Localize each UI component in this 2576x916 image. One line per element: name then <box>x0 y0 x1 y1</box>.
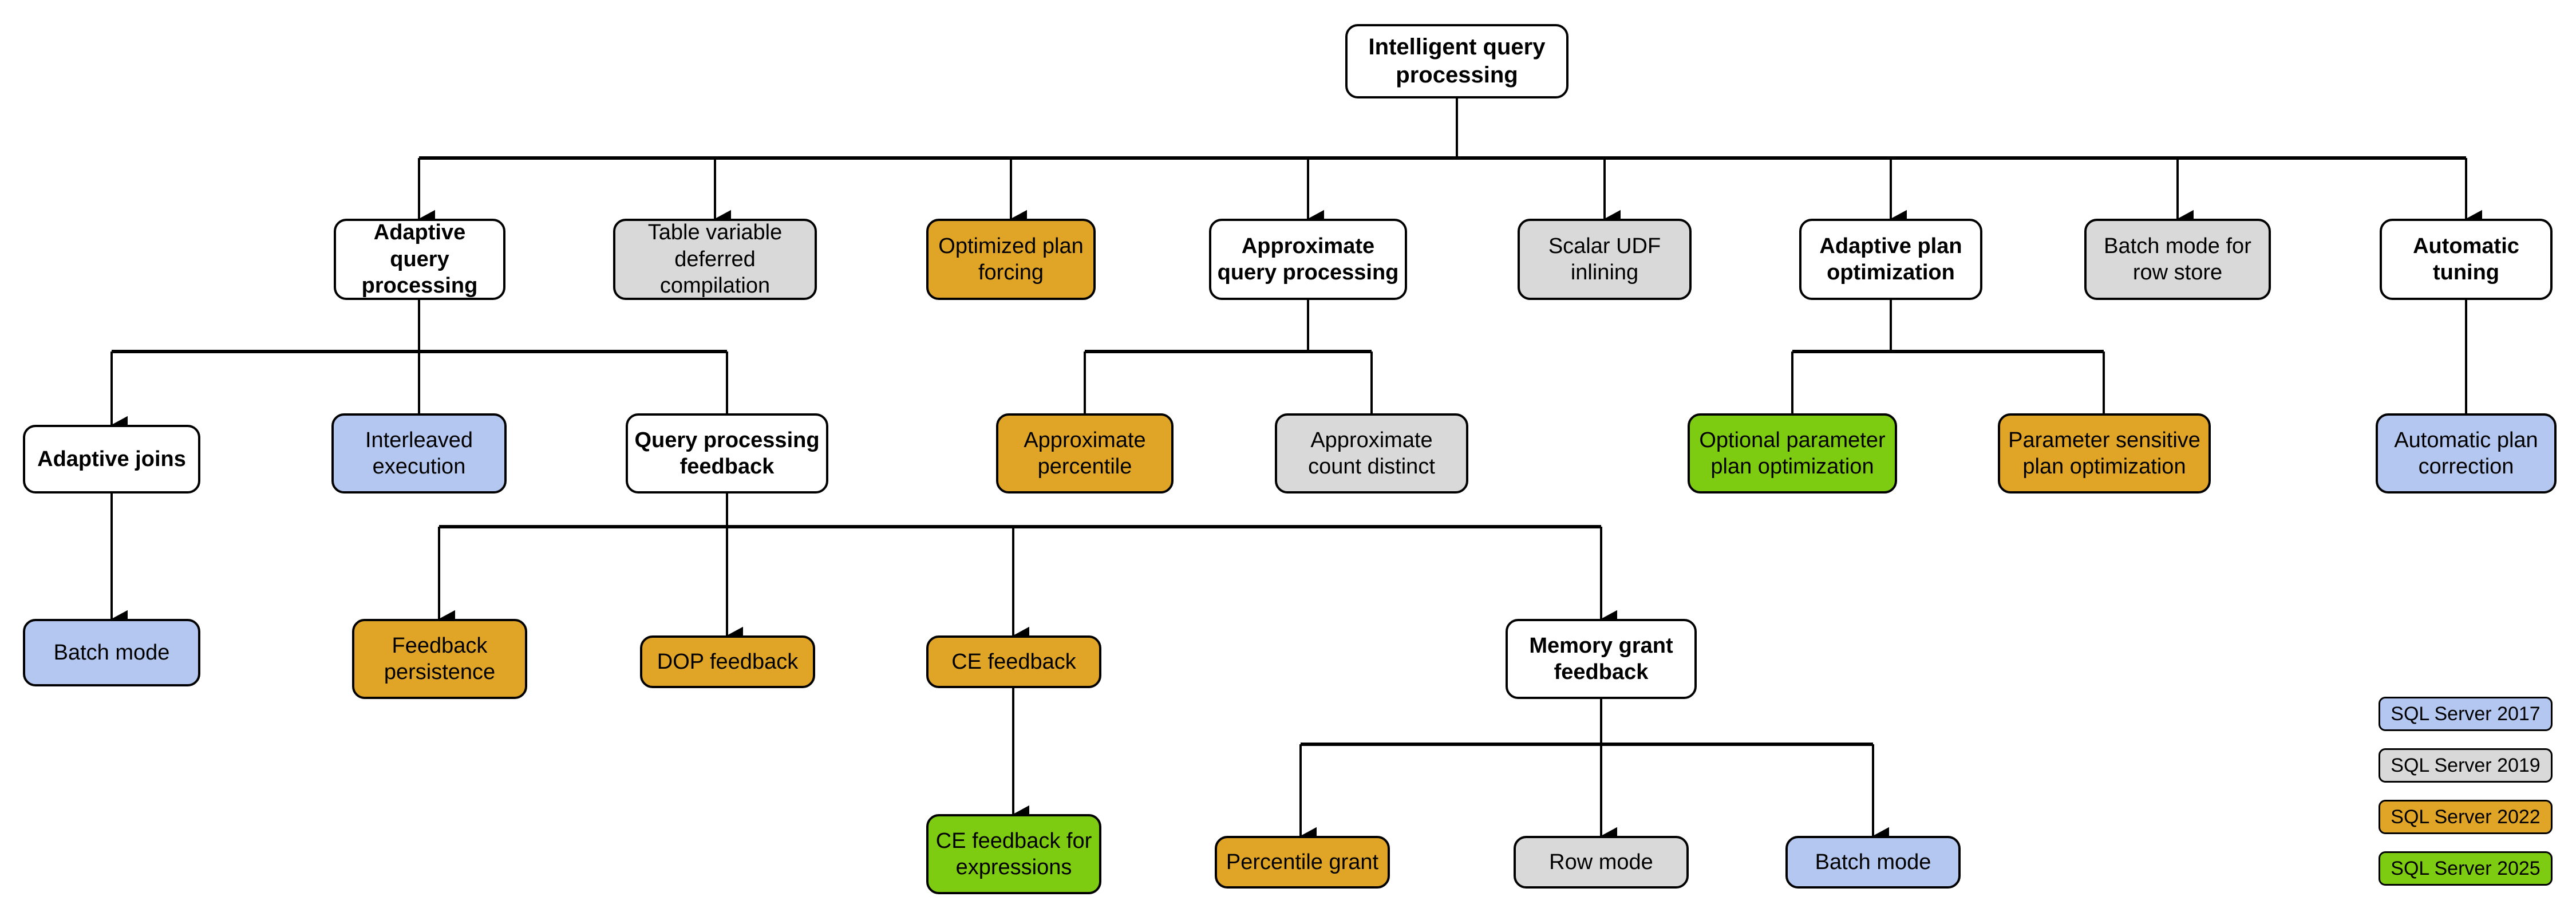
node-memory-grant-feedback[interactable]: Memory grant feedback <box>1506 619 1697 699</box>
node-feedback-persistence[interactable]: Feedback persistence <box>352 619 527 699</box>
node-query-processing-feedback[interactable]: Query processing feedback <box>626 413 828 493</box>
node-row-mode[interactable]: Row mode <box>1514 836 1689 889</box>
node-automatic-plan-correction[interactable]: Automatic plan correction <box>2376 413 2557 493</box>
node-intelligent-query-processing[interactable]: Intelligent query processing <box>1345 24 1568 98</box>
node-batch-mode-memory-grant[interactable]: Batch mode <box>1785 836 1961 889</box>
node-table-variable-deferred-compilation[interactable]: Table variable deferred compilation <box>613 219 817 300</box>
node-dop-feedback[interactable]: DOP feedback <box>640 635 815 688</box>
node-ce-feedback[interactable]: CE feedback <box>926 635 1101 688</box>
legend-item-sql-server-2019: SQL Server 2019 <box>2379 748 2553 783</box>
node-approximate-query-processing[interactable]: Approximate query processing <box>1209 219 1407 300</box>
node-batch-mode-for-row-store[interactable]: Batch mode for row store <box>2084 219 2271 300</box>
node-adaptive-joins[interactable]: Adaptive joins <box>23 425 200 493</box>
node-adaptive-query-processing[interactable]: Adaptive query processing <box>334 219 505 300</box>
node-optional-parameter-plan-optimization[interactable]: Optional parameter plan optimization <box>1688 413 1897 493</box>
node-approximate-count-distinct[interactable]: Approximate count distinct <box>1275 413 1468 493</box>
legend-item-sql-server-2025: SQL Server 2025 <box>2379 851 2553 886</box>
node-adaptive-plan-optimization[interactable]: Adaptive plan optimization <box>1799 219 1982 300</box>
legend-item-sql-server-2022: SQL Server 2022 <box>2379 800 2553 834</box>
legend-item-sql-server-2017: SQL Server 2017 <box>2379 697 2553 731</box>
node-interleaved-execution[interactable]: Interleaved execution <box>331 413 507 493</box>
node-ce-feedback-for-expressions[interactable]: CE feedback for expressions <box>926 814 1101 894</box>
node-optimized-plan-forcing[interactable]: Optimized plan forcing <box>926 219 1096 300</box>
node-parameter-sensitive-plan-optimization[interactable]: Parameter sensitive plan optimization <box>1998 413 2211 493</box>
node-scalar-udf-inlining[interactable]: Scalar UDF inlining <box>1518 219 1692 300</box>
node-batch-mode-adaptive-joins[interactable]: Batch mode <box>23 619 200 686</box>
node-automatic-tuning[interactable]: Automatic tuning <box>2380 219 2553 300</box>
node-approximate-percentile[interactable]: Approximate percentile <box>996 413 1174 493</box>
node-percentile-grant[interactable]: Percentile grant <box>1215 836 1390 889</box>
